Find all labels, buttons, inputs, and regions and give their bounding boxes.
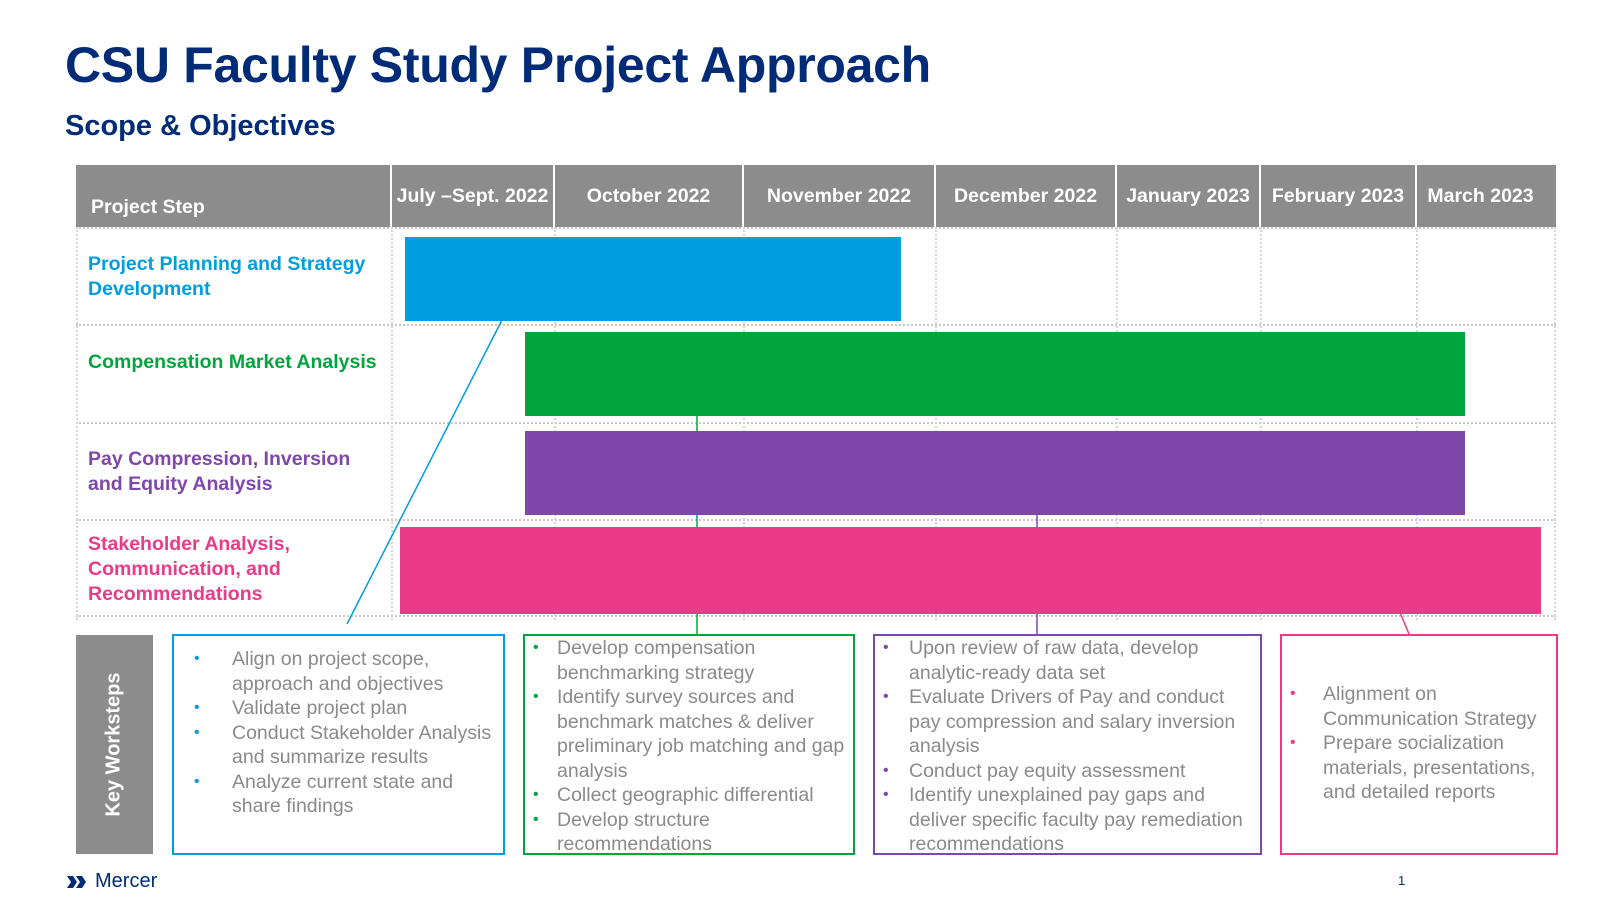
gantt-bar-compensation	[525, 332, 1465, 416]
grid-line	[391, 227, 393, 620]
list-item: •Prepare socialization materials, presen…	[1290, 732, 1536, 803]
bullet-icon: •	[533, 688, 539, 705]
list-item: •Align on project scope, approach and ob…	[194, 648, 444, 695]
gantt-bar-pay-compression	[525, 431, 1465, 515]
bullet-icon: •	[883, 688, 889, 705]
grid-line	[76, 615, 1556, 617]
list-item: •Upon review of raw data, develop analyt…	[883, 637, 1199, 684]
bullet-icon: •	[883, 761, 889, 779]
step-label-pay-compression: Pay Compression, Inversion and Equity An…	[88, 448, 351, 495]
header-october-2022: October 2022	[555, 165, 742, 227]
list-item: •Develop compensation benchmarking strat…	[533, 637, 756, 684]
header-july-sept-2022: July –Sept. 2022	[392, 165, 553, 227]
list-item: •Validate project plan	[194, 697, 408, 719]
grid-line	[554, 227, 556, 620]
bullet-icon: •	[1290, 685, 1296, 702]
bullet-icon: •	[883, 786, 889, 803]
connector-stakeholder	[1398, 609, 1410, 635]
key-worksteps-text: Key Worksteps	[103, 672, 126, 817]
connector-planning	[346, 317, 504, 625]
list-item: •Conduct Stakeholder Analysis and summar…	[194, 721, 492, 769]
grid-line	[1116, 227, 1118, 620]
grid-line	[76, 519, 1556, 521]
workstep-box-planning: •Align on project scope, approach and ob…	[172, 634, 505, 855]
mercer-logo: Mercer	[64, 870, 157, 893]
bullet-icon: •	[194, 699, 200, 716]
grid-line	[935, 227, 937, 620]
mercer-logo-text: Mercer	[95, 870, 158, 892]
list-item: •Identify unexplained pay gaps and deliv…	[883, 784, 1243, 855]
list-item: •Collect geographic differential	[533, 784, 814, 806]
workstep-box-stakeholder: •Alignment on Communication Strategy •Pr…	[1280, 634, 1558, 855]
bullet-icon: •	[883, 639, 889, 656]
gantt-bar-planning	[405, 237, 901, 321]
list-item: •Evaluate Drivers of Pay and conduct pay…	[883, 686, 1236, 757]
bullet-icon: •	[533, 639, 539, 656]
header-february-2023: February 2023	[1261, 165, 1415, 227]
header-march-2023: March 2023	[1417, 165, 1544, 227]
gantt-bar-stakeholder	[400, 527, 1541, 614]
list-item: •Identify survey sources and benchmark m…	[533, 686, 845, 782]
bullet-icon: •	[194, 650, 200, 667]
grid-line	[76, 227, 78, 620]
workstep-box-compensation: •Develop compensation benchmarking strat…	[523, 634, 855, 855]
workstep-box-pay-compression: •Upon review of raw data, develop analyt…	[873, 634, 1262, 855]
step-label-stakeholder: Stakeholder Analysis, Communication, and…	[88, 533, 290, 605]
grid-line	[1260, 227, 1262, 620]
grid-line	[76, 324, 1556, 326]
header-filler	[1544, 165, 1556, 227]
page-subtitle: Scope & Objectives	[65, 110, 336, 142]
grid-line	[1416, 227, 1418, 620]
header-january-2023: January 2023	[1117, 165, 1259, 227]
header-december-2022: December 2022	[936, 165, 1115, 227]
mercer-logo-icon	[67, 875, 86, 888]
list-item: •Develop structure recommendations	[533, 808, 712, 855]
list-item: •Alignment on Communication Strategy	[1290, 683, 1537, 730]
step-label-compensation: Compensation Market Analysis	[88, 351, 377, 373]
bullet-icon: •	[1290, 734, 1296, 751]
bullet-icon: •	[533, 810, 539, 828]
grid-line	[743, 227, 745, 620]
bullet-icon: •	[194, 723, 200, 741]
grid-line	[1554, 227, 1556, 620]
grid-line	[76, 227, 1556, 229]
grid-line	[76, 422, 1556, 424]
key-worksteps-label: Key Worksteps	[76, 635, 153, 854]
list-item: •Conduct pay equity assessment	[883, 759, 1186, 782]
bullet-icon: •	[533, 786, 539, 803]
page-title: CSU Faculty Study Project Approach	[65, 37, 931, 93]
page-number: 1	[1398, 873, 1406, 888]
header-project-step: Project Step	[76, 165, 390, 227]
list-item: •Analyze current state and share finding…	[194, 770, 454, 818]
step-label-planning: Project Planning and Strategy Developmen…	[88, 253, 366, 300]
header-november-2022: November 2022	[744, 165, 934, 227]
bullet-icon: •	[194, 772, 200, 790]
